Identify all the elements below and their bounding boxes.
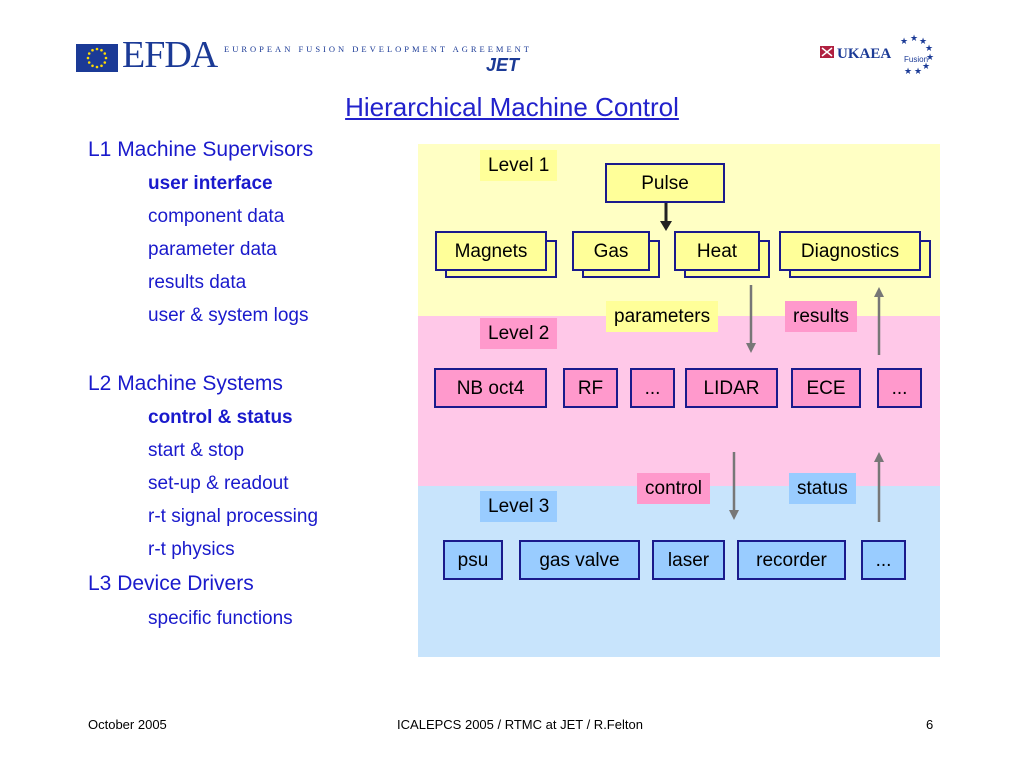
l2-item: control & status: [148, 407, 293, 428]
svg-text:★: ★: [925, 44, 933, 54]
level2-label: Level 2: [480, 318, 558, 349]
l2-item: r-t physics: [148, 539, 235, 560]
level3-box-laser: laser: [652, 540, 725, 580]
parameters-label: parameters: [606, 301, 719, 332]
l1-item: component data: [148, 206, 285, 227]
level3-box-psu: psu: [443, 540, 503, 580]
svg-text:★: ★: [900, 37, 908, 47]
l3-item: specific functions: [148, 608, 293, 629]
jet-logo: JET: [486, 55, 520, 75]
l1-item: user & system logs: [148, 305, 309, 326]
l1-item: results data: [148, 272, 247, 293]
l2-heading: L2 Machine Systems: [88, 372, 283, 395]
level3-label: Level 3: [480, 491, 558, 522]
level3-box-recorder: recorder: [737, 540, 846, 580]
control-label: control: [637, 473, 711, 504]
svg-text:★: ★: [919, 37, 927, 47]
ukaea-emblem-icon: [820, 46, 834, 58]
level1-label: Level 1: [480, 150, 558, 181]
parameters-down-arrow-icon: [746, 285, 756, 353]
level2-box-ellipsis: ...: [630, 368, 675, 408]
efda-subtitle: EUROPEAN FUSION DEVELOPMENT AGREEMENT: [224, 44, 532, 54]
l2-item: start & stop: [148, 440, 245, 461]
ukaea-logo-text: UKAEA: [837, 46, 891, 62]
pulse-box: Pulse: [605, 163, 725, 203]
level2-box-nb-oct4: NB oct4: [434, 368, 547, 408]
level3-box-ellipsis: ...: [861, 540, 906, 580]
magnets-box: Magnets: [435, 231, 547, 271]
status-up-arrow-icon: [874, 452, 884, 522]
svg-text:★: ★: [914, 67, 922, 76]
level3-box-gas-valve: gas valve: [519, 540, 640, 580]
page-title: Hierarchical Machine Control: [345, 92, 679, 122]
heat-box: Heat: [674, 231, 760, 271]
footer-date: October 2005: [88, 717, 167, 732]
l2-item: set-up & readout: [148, 473, 289, 494]
l1-heading: L1 Machine Supervisors: [88, 138, 314, 161]
level2-box-lidar: LIDAR: [685, 368, 778, 408]
l3-heading: L3 Device Drivers: [88, 572, 254, 595]
results-label: results: [785, 301, 857, 332]
gas-box: Gas: [572, 231, 650, 271]
level2-box-ellipsis: ...: [877, 368, 922, 408]
footer-center: ICALEPCS 2005 / RTMC at JET / R.Felton: [397, 717, 643, 732]
l1-item: user interface: [148, 173, 273, 194]
pulse-arrow-icon: [660, 203, 672, 231]
ukaea-fusion-text: Fusion: [904, 55, 928, 64]
svg-text:★: ★: [922, 62, 930, 72]
level2-box-ece: ECE: [791, 368, 861, 408]
l1-item: parameter data: [148, 239, 277, 260]
eu-flag-icon: [76, 44, 118, 72]
svg-text:★: ★: [926, 53, 934, 63]
svg-text:★: ★: [910, 34, 918, 44]
results-up-arrow-icon: [874, 287, 884, 355]
ukaea-logo: UKAEA Fusion ★★★ ★★★ ★★: [818, 32, 934, 77]
efda-logo: EFDA: [122, 34, 218, 76]
control-down-arrow-icon: [729, 452, 739, 520]
status-label: status: [789, 473, 856, 504]
footer-page-number: 6: [926, 717, 934, 732]
l2-item: r-t signal processing: [148, 506, 319, 527]
diagnostics-box: Diagnostics: [779, 231, 921, 271]
level2-box-rf: RF: [563, 368, 618, 408]
svg-text:★: ★: [904, 67, 912, 76]
